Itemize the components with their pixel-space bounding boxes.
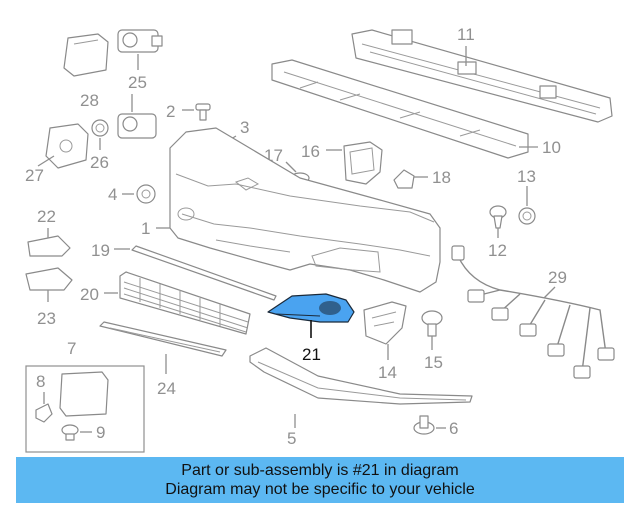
- part-25-parking-sensor[interactable]: [117, 29, 163, 53]
- part-7-kit-box[interactable]: [25, 365, 145, 453]
- callout-4: 4: [108, 185, 117, 204]
- part-16-tow-cover[interactable]: [343, 141, 383, 185]
- part-18-clip[interactable]: [393, 169, 415, 189]
- callout-15: 15: [424, 353, 443, 372]
- leader-17: [285, 161, 297, 173]
- part-4-grommet[interactable]: [136, 184, 156, 204]
- callout-5: 5: [287, 429, 296, 448]
- part-28-bracket[interactable]: [63, 33, 109, 77]
- callout-6: 6: [449, 419, 458, 438]
- part-12-screw[interactable]: [489, 205, 507, 229]
- banner-line-2: Diagram may not be specific to your vehi…: [165, 481, 475, 498]
- part-8-clip[interactable]: [35, 403, 53, 423]
- callout-2: 2: [166, 102, 175, 121]
- callout-1: 1: [141, 219, 150, 238]
- part-13-cap[interactable]: [518, 207, 536, 225]
- callout-18: 18: [432, 168, 451, 187]
- part-23-trim[interactable]: [25, 267, 73, 291]
- callout-20: 20: [80, 285, 99, 304]
- banner-line-1: Part or sub-assembly is #21 in diagram: [181, 462, 459, 479]
- sensor-housing[interactable]: [117, 113, 157, 139]
- part-5-spoiler[interactable]: [249, 347, 473, 405]
- part-2-clip[interactable]: [195, 103, 211, 121]
- callout-11: 11: [457, 25, 475, 44]
- part-15-rivet[interactable]: [421, 310, 443, 337]
- callout-26: 26: [90, 153, 109, 172]
- callout-12: 12: [488, 241, 507, 260]
- part-21-highlighted-cover[interactable]: [267, 293, 355, 323]
- leader-27: [37, 155, 55, 167]
- callout-25: 25: [128, 73, 147, 92]
- part-20-lower-grille[interactable]: [119, 271, 251, 335]
- part-22-trim[interactable]: [27, 235, 71, 257]
- callout-19: 19: [91, 241, 110, 260]
- part-24-lower-strip[interactable]: [99, 321, 227, 357]
- part-19-molding[interactable]: [131, 245, 277, 301]
- callout-16: 16: [301, 142, 320, 161]
- callout-9: 9: [96, 423, 105, 442]
- part-9-nut[interactable]: [61, 424, 79, 441]
- leader-29: [543, 286, 556, 299]
- part-11-reinforcement-bar[interactable]: [351, 29, 613, 123]
- callout-27: 27: [25, 166, 44, 185]
- callout-10: 10: [542, 138, 561, 157]
- part-14-bracket[interactable]: [363, 301, 407, 345]
- info-banner: Part or sub-assembly is #21 in diagram D…: [16, 457, 624, 503]
- part-29-wiring-harness[interactable]: [451, 245, 615, 379]
- part-1-bumper-cover[interactable]: [169, 127, 441, 293]
- parts-diagram: 11 10 28 25 2 27 26: [25, 25, 615, 453]
- callout-13: 13: [517, 167, 536, 186]
- callout-14: 14: [378, 363, 397, 382]
- part-27-bracket[interactable]: [45, 123, 89, 169]
- callout-22: 22: [37, 207, 56, 226]
- callout-7: 7: [67, 339, 76, 358]
- callout-8: 8: [36, 372, 45, 391]
- part-26-grommet[interactable]: [91, 119, 109, 137]
- callout-28: 28: [80, 91, 99, 110]
- callout-21: 21: [302, 345, 321, 364]
- callout-29: 29: [548, 268, 567, 287]
- callout-24: 24: [157, 379, 176, 398]
- part-6-screw[interactable]: [413, 415, 435, 435]
- part-10-impact-absorber[interactable]: [271, 59, 529, 159]
- callout-3: 3: [240, 118, 249, 137]
- callout-23: 23: [37, 309, 56, 328]
